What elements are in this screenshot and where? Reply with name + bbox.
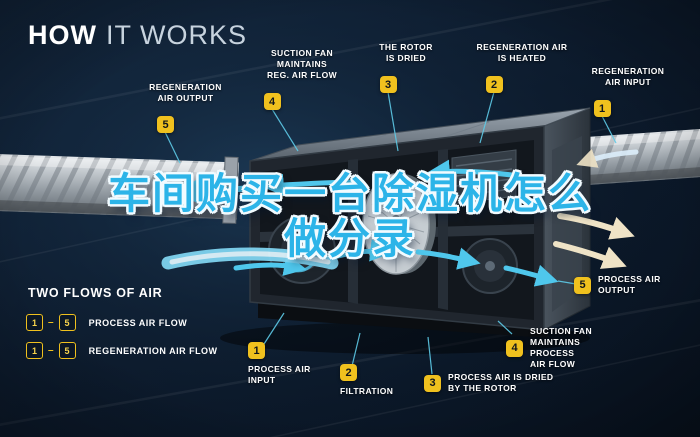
label-filtration: FILTRATION 2: [340, 364, 393, 397]
page-title: HOW IT WORKS: [28, 20, 247, 51]
title-it-works: IT WORKS: [105, 20, 247, 50]
label-text: FILTRATION: [340, 386, 394, 396]
legend-title: TWO FLOWS OF AIR: [28, 286, 163, 300]
legend-row-process: 1 – 5 PROCESS AIR FLOW: [26, 314, 187, 331]
label-text: PROCESS AIR IS DRIED BY THE ROTOR: [448, 372, 554, 394]
step-badge: 3: [424, 374, 441, 392]
legend-badge-from: 1: [26, 342, 43, 359]
step-badge: 1: [248, 342, 265, 359]
label-text: REGENERATION AIR OUTPUT: [149, 82, 222, 104]
legend-dash: –: [48, 345, 54, 356]
legend-row-label: PROCESS AIR FLOW: [88, 317, 188, 328]
label-suction-fan-reg: SUCTION FAN MAINTAINS REG. AIR FLOW 4: [246, 48, 358, 111]
label-regeneration-air-input: REGENERATION AIR INPUT 1: [572, 66, 684, 118]
label-text: REGENERATION AIR INPUT: [591, 66, 665, 88]
step-badge: 1: [593, 100, 611, 118]
step-badge: 4: [263, 93, 281, 111]
legend-badge-from: 1: [26, 314, 43, 331]
label-text: THE ROTOR IS DRIED: [379, 42, 433, 64]
legend-row-label: REGENERATION AIR FLOW: [88, 345, 218, 356]
step-badge: 5: [157, 116, 174, 134]
step-badge: 2: [340, 364, 357, 381]
legend-row-regeneration: 1 – 5 REGENERATION AIR FLOW: [26, 342, 218, 359]
step-badge: 2: [485, 76, 503, 94]
step-badge: 5: [574, 276, 591, 294]
label-text: PROCESS AIR OUTPUT: [598, 274, 661, 296]
label-suction-fan-process: SUCTION FAN MAINTAINS PROCESS AIR FLOW 4: [506, 326, 622, 370]
label-text: SUCTION FAN MAINTAINS PROCESS AIR FLOW: [530, 326, 593, 370]
label-text: PROCESS AIR INPUT: [248, 364, 311, 386]
step-badge: 3: [379, 76, 397, 94]
label-process-air-dried: PROCESS AIR IS DRIED BY THE ROTOR 3: [424, 372, 553, 394]
label-text: SUCTION FAN MAINTAINS REG. AIR FLOW: [266, 48, 338, 81]
label-text: REGENERATION AIR IS HEATED: [476, 42, 568, 64]
legend-badge-to: 5: [58, 342, 76, 359]
step-badge: 4: [506, 339, 523, 357]
label-rotor-is-dried: THE ROTOR IS DRIED 3: [356, 42, 456, 94]
label-regeneration-air-output: REGENERATION AIR OUTPUT 5: [128, 82, 243, 134]
label-process-air-input: PROCESS AIR INPUT 1: [248, 342, 311, 386]
title-how: HOW: [28, 20, 97, 50]
label-regeneration-air-heated: REGENERATION AIR IS HEATED 2: [462, 42, 582, 94]
legend-badge-to: 5: [58, 314, 76, 331]
label-process-air-output: PROCESS AIR OUTPUT 5: [574, 274, 661, 296]
legend-dash: –: [48, 317, 54, 328]
